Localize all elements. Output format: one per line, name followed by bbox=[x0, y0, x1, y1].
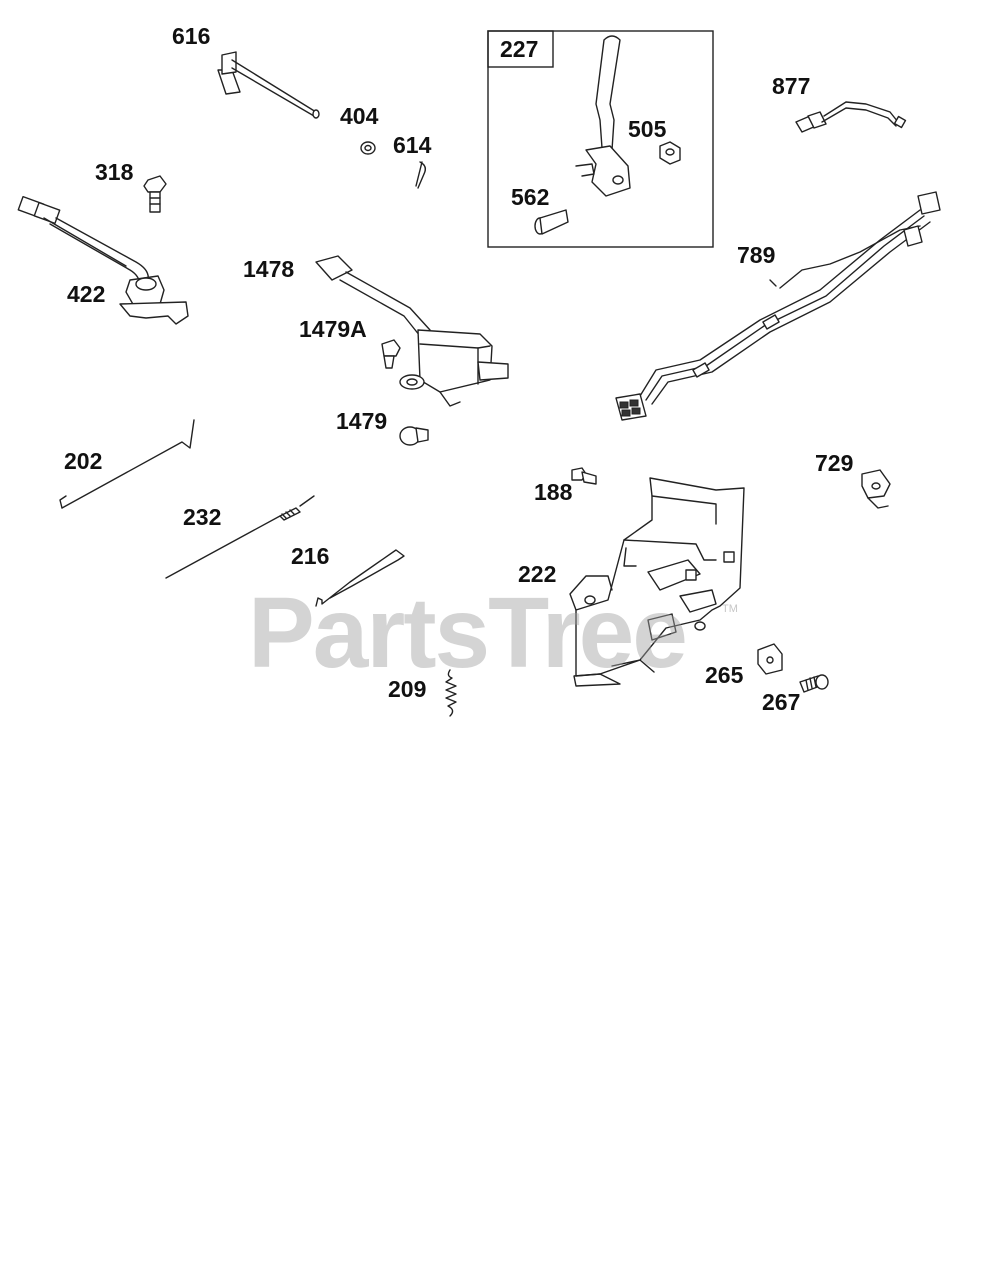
part-404-washer[interactable] bbox=[360, 141, 376, 155]
part-1479-screw[interactable] bbox=[399, 426, 429, 446]
label-616: 616 bbox=[172, 23, 211, 49]
part-505-nut[interactable] bbox=[659, 141, 681, 165]
part-227-lever[interactable] bbox=[575, 35, 631, 197]
part-1479a-screw[interactable] bbox=[381, 339, 401, 369]
label-729: 729 bbox=[815, 450, 854, 476]
label-202: 202 bbox=[64, 448, 103, 474]
label-267: 267 bbox=[762, 689, 801, 715]
part-877-wire[interactable] bbox=[795, 101, 907, 133]
part-188-screw[interactable] bbox=[571, 467, 597, 485]
label-404: 404 bbox=[340, 103, 379, 129]
part-222-control-bracket[interactable] bbox=[569, 477, 745, 687]
label-562: 562 bbox=[511, 184, 550, 210]
part-265-clip[interactable] bbox=[757, 643, 783, 675]
part-267-screw[interactable] bbox=[799, 674, 829, 693]
part-789-harness[interactable] bbox=[615, 191, 941, 421]
label-265: 265 bbox=[705, 662, 744, 688]
part-232-spring-link[interactable] bbox=[165, 495, 315, 579]
label-232: 232 bbox=[183, 504, 222, 530]
label-227: 227 bbox=[500, 36, 539, 62]
watermark: PartsTree bbox=[248, 577, 688, 689]
label-614: 614 bbox=[393, 132, 432, 158]
label-1479a: 1479A bbox=[299, 316, 367, 342]
part-209-spring[interactable] bbox=[445, 669, 457, 717]
label-188: 188 bbox=[534, 479, 573, 505]
label-1479: 1479 bbox=[336, 408, 388, 434]
group-227-tag bbox=[487, 30, 554, 68]
group-227-box bbox=[487, 30, 714, 248]
part-216-governor-link[interactable] bbox=[315, 549, 405, 607]
label-209: 209 bbox=[388, 676, 427, 702]
watermark-trademark: TM bbox=[722, 603, 738, 615]
label-216: 216 bbox=[291, 543, 330, 569]
part-562-pin[interactable] bbox=[534, 209, 569, 235]
part-318-bolt[interactable] bbox=[143, 175, 167, 213]
label-222: 222 bbox=[518, 561, 557, 587]
part-614-cotter-pin[interactable] bbox=[415, 161, 427, 189]
part-422-sensor[interactable] bbox=[17, 195, 189, 325]
part-1478-solenoid[interactable] bbox=[315, 255, 509, 407]
label-789: 789 bbox=[737, 242, 776, 268]
label-1478: 1478 bbox=[243, 256, 295, 282]
label-877: 877 bbox=[772, 73, 811, 99]
label-422: 422 bbox=[67, 281, 106, 307]
label-318: 318 bbox=[95, 159, 134, 185]
part-202-link-rod[interactable] bbox=[59, 419, 195, 509]
part-616-shaft[interactable] bbox=[217, 51, 320, 119]
part-729-clip[interactable] bbox=[861, 469, 891, 509]
label-505: 505 bbox=[628, 116, 667, 142]
